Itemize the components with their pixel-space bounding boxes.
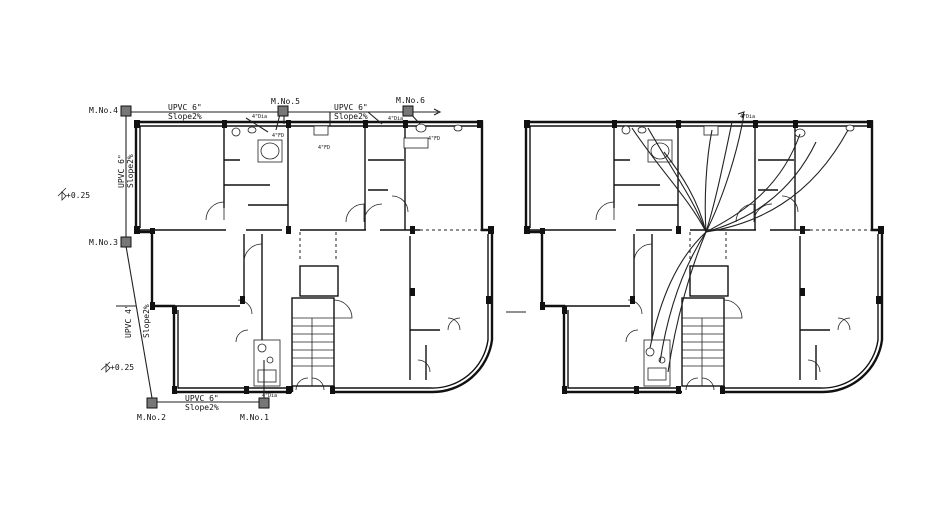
fitting-fd-2: 4"FD <box>318 145 330 151</box>
manholes <box>120 105 414 409</box>
right-floor-plan: 4"Dia <box>506 111 884 394</box>
fitting-dia-3: 4"Dia <box>262 393 277 399</box>
fitting-dia-2: 4"Dia <box>388 116 403 122</box>
door-swings <box>205 195 461 391</box>
pipe-left-size: UPVC 6" <box>117 154 126 188</box>
pipe-top-right-size: UPVC 6" <box>334 103 368 112</box>
columns <box>134 120 494 394</box>
columns-right <box>524 120 884 394</box>
manhole-label-2: M.No.2 <box>137 413 166 422</box>
fitting-fd-3: 4"FD <box>428 136 440 142</box>
level-markers <box>57 187 111 373</box>
manhole-label-5: M.No.5 <box>271 97 300 106</box>
pipe-top-right-slope: Slope2% <box>334 112 368 121</box>
drainage-pipes <box>116 108 442 403</box>
pipe-left-lower-size: UPVC 4" <box>124 304 133 338</box>
pipe-left-lower-slope: Slope2% <box>142 304 151 338</box>
bathroom-fixtures <box>231 123 463 387</box>
pipe-bottom-size: UPVC 6" <box>185 394 219 403</box>
manhole-4 <box>120 105 132 117</box>
pipe-top-left-slope: Slope2% <box>168 112 202 121</box>
left-floor-plan: M.No.4 M.No.5 M.No.6 M.No.3 M.No.2 M.No.… <box>57 96 494 422</box>
manhole-6 <box>402 105 414 117</box>
manhole-1 <box>258 397 270 409</box>
fitting-dia-1: 4"Dia <box>252 114 267 120</box>
pipe-top-left-size: UPVC 6" <box>168 103 202 112</box>
manhole-label-6: M.No.6 <box>396 96 425 105</box>
fitting-dia-right: 4"Dia <box>740 114 755 120</box>
manhole-3 <box>120 236 132 248</box>
manhole-label-3: M.No.3 <box>89 238 118 247</box>
staircase-right <box>681 265 729 387</box>
bathroom-fixtures-right <box>621 124 855 387</box>
level-lower: +0.25 <box>110 363 134 372</box>
pipe-bottom-slope: Slope2% <box>185 403 219 412</box>
level-upper: +0.25 <box>66 191 90 200</box>
fitting-fd-1: 4"FD <box>272 133 284 139</box>
pipe-routing-lines <box>506 111 849 373</box>
door-swings-right <box>595 195 851 391</box>
left-labels: M.No.4 M.No.5 M.No.6 M.No.3 M.No.2 M.No.… <box>66 96 440 422</box>
manhole-2 <box>146 397 158 409</box>
pipe-left-slope: Slope2% <box>126 154 135 188</box>
manhole-5 <box>277 105 289 117</box>
manhole-label-1: M.No.1 <box>240 413 269 422</box>
manhole-label-4: M.No.4 <box>89 106 118 115</box>
staircase <box>291 265 339 387</box>
